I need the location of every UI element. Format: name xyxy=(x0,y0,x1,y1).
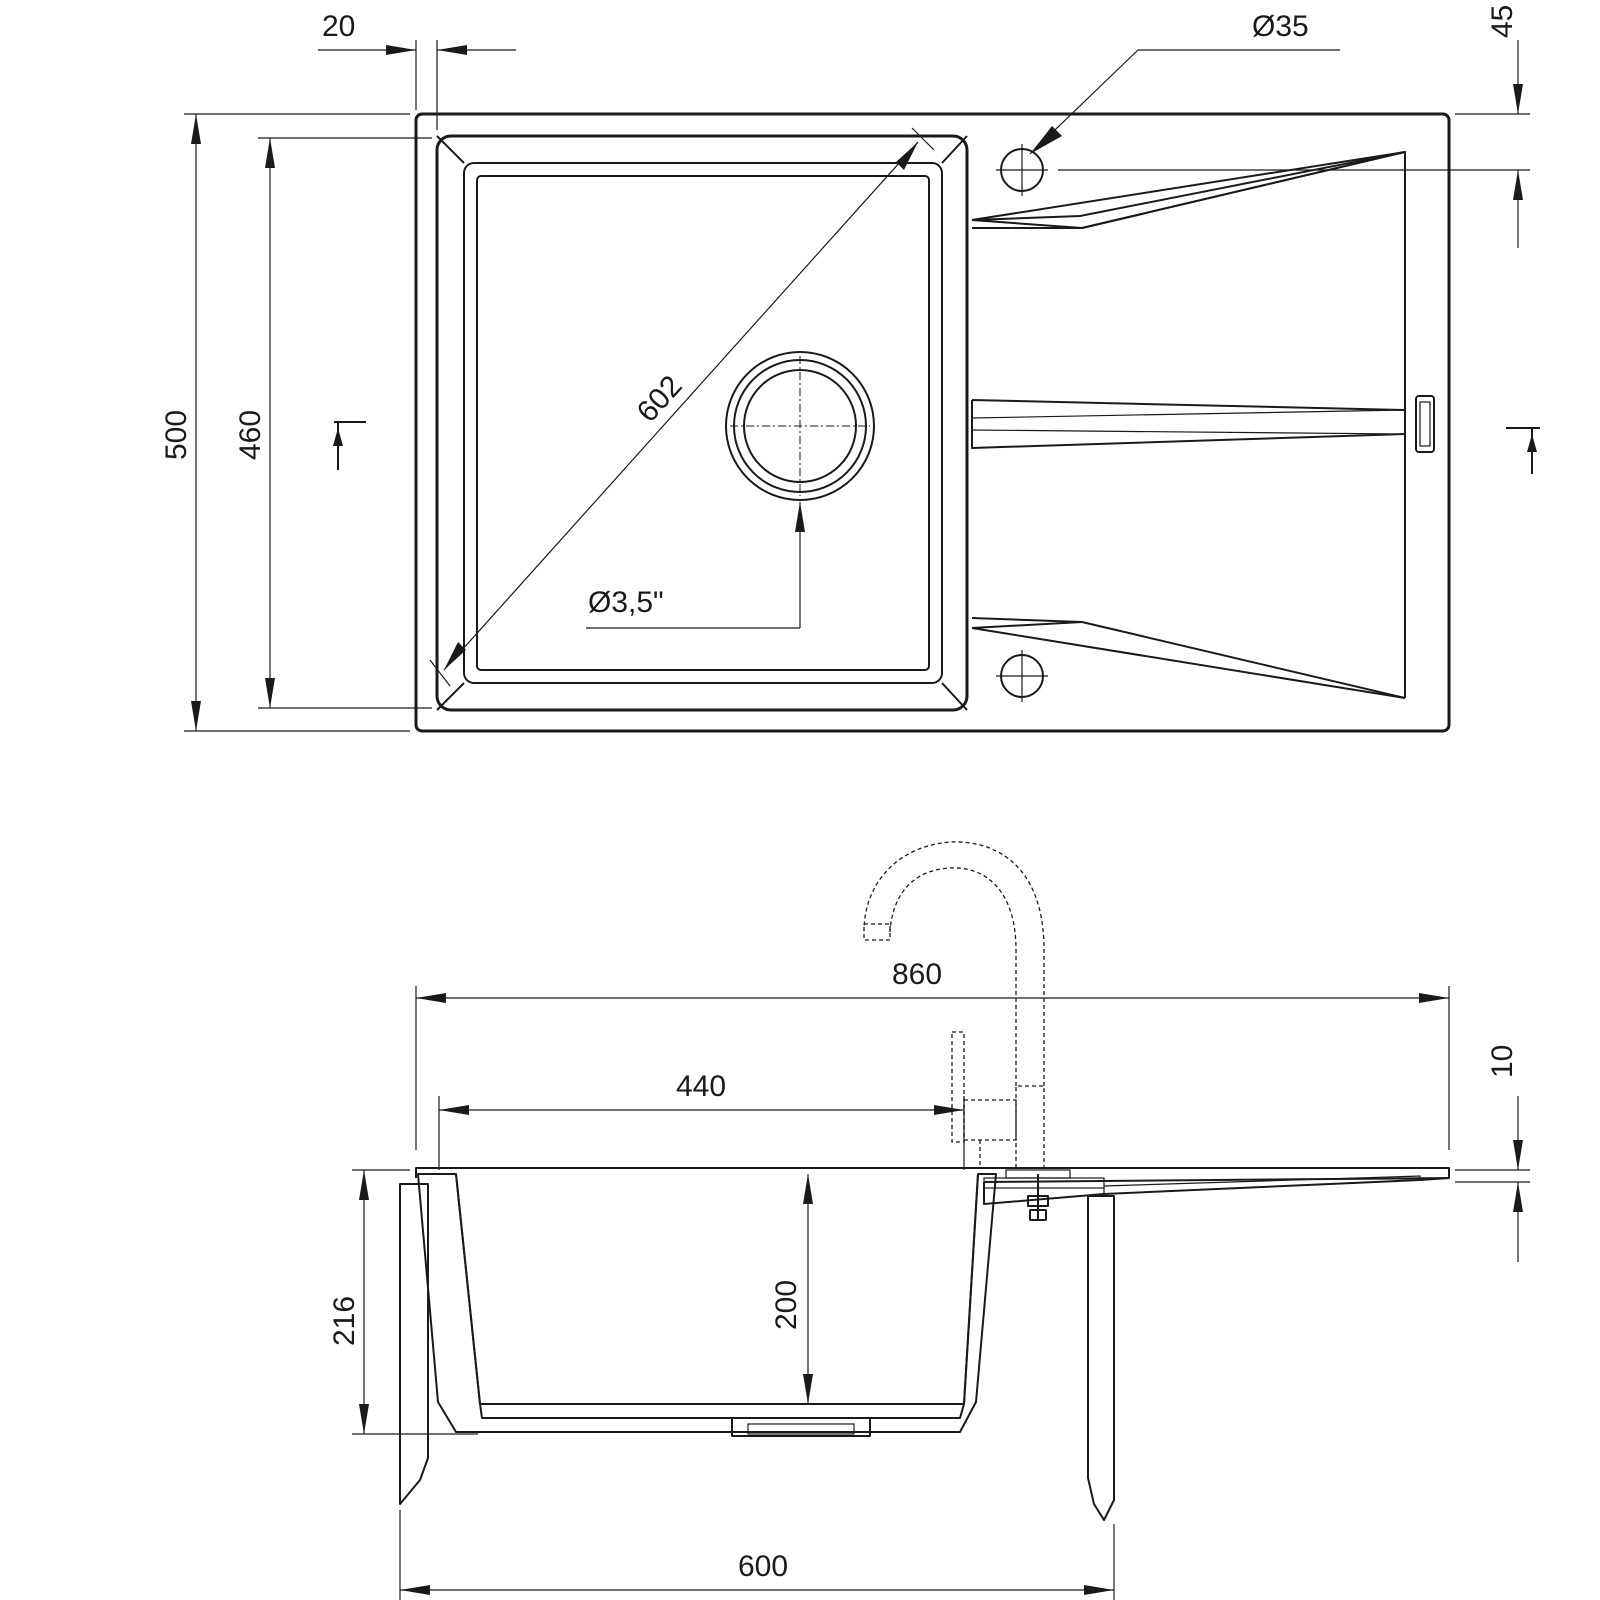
cabinet-right-wall xyxy=(1087,1195,1115,1521)
dim-860-label: 860 xyxy=(892,958,942,991)
side-view: 860 440 10 xyxy=(328,841,1530,1600)
drain xyxy=(725,351,875,501)
dim-600-label: 600 xyxy=(738,1550,788,1583)
dim-500: 500 xyxy=(160,113,410,732)
tap-hole-top xyxy=(996,144,1048,196)
sink-outline xyxy=(414,112,1451,733)
dim-45: 45 xyxy=(1058,5,1530,248)
section-mark-left xyxy=(333,421,366,470)
tap-hole-bottom xyxy=(996,650,1048,702)
dim-600: 600 xyxy=(399,1510,1115,1600)
dim-216-label: 216 xyxy=(328,1296,361,1346)
faucet-outline xyxy=(863,841,1045,1168)
dim-tap-diameter: Ø35 xyxy=(1029,10,1340,155)
dim-500-label: 500 xyxy=(160,410,193,460)
drainer-ribs xyxy=(971,151,1406,699)
drain-fitting xyxy=(731,1417,871,1437)
dim-200-label: 200 xyxy=(770,1280,803,1330)
dim-drain: Ø3,5" xyxy=(586,502,805,629)
dim-440-label: 440 xyxy=(676,1070,726,1103)
overflow-slot xyxy=(1415,395,1435,453)
dim-20: 20 xyxy=(318,10,516,130)
dim-tap-diameter-label: Ø35 xyxy=(1252,10,1309,43)
dim-602-label: 602 xyxy=(631,369,689,428)
faucet-bolt xyxy=(1005,1169,1071,1221)
dim-216: 216 xyxy=(328,1169,478,1435)
bowl-inner-rim xyxy=(463,162,943,684)
dim-200: 200 xyxy=(770,1174,813,1404)
dim-602: 602 xyxy=(429,127,935,687)
dim-440: 440 xyxy=(438,1070,965,1170)
dim-20-label: 20 xyxy=(322,10,355,43)
bowl-outer-rim xyxy=(435,134,969,712)
dim-460-label: 460 xyxy=(234,410,267,460)
bowl-floor xyxy=(476,175,930,671)
dim-45-label: 45 xyxy=(1486,5,1519,38)
cabinet-left-wall xyxy=(399,1183,429,1505)
dim-10: 10 xyxy=(1455,1045,1530,1262)
drainer-section xyxy=(415,1167,1450,1205)
dim-10-label: 10 xyxy=(1486,1045,1519,1078)
top-view: 20 Ø35 45 500 xyxy=(160,5,1540,733)
dim-860: 860 xyxy=(415,958,1450,1150)
section-mark-right xyxy=(1506,427,1540,474)
dim-drain-label: Ø3,5" xyxy=(588,586,664,619)
bowl-section xyxy=(417,1173,997,1437)
dim-460: 460 xyxy=(234,137,432,709)
